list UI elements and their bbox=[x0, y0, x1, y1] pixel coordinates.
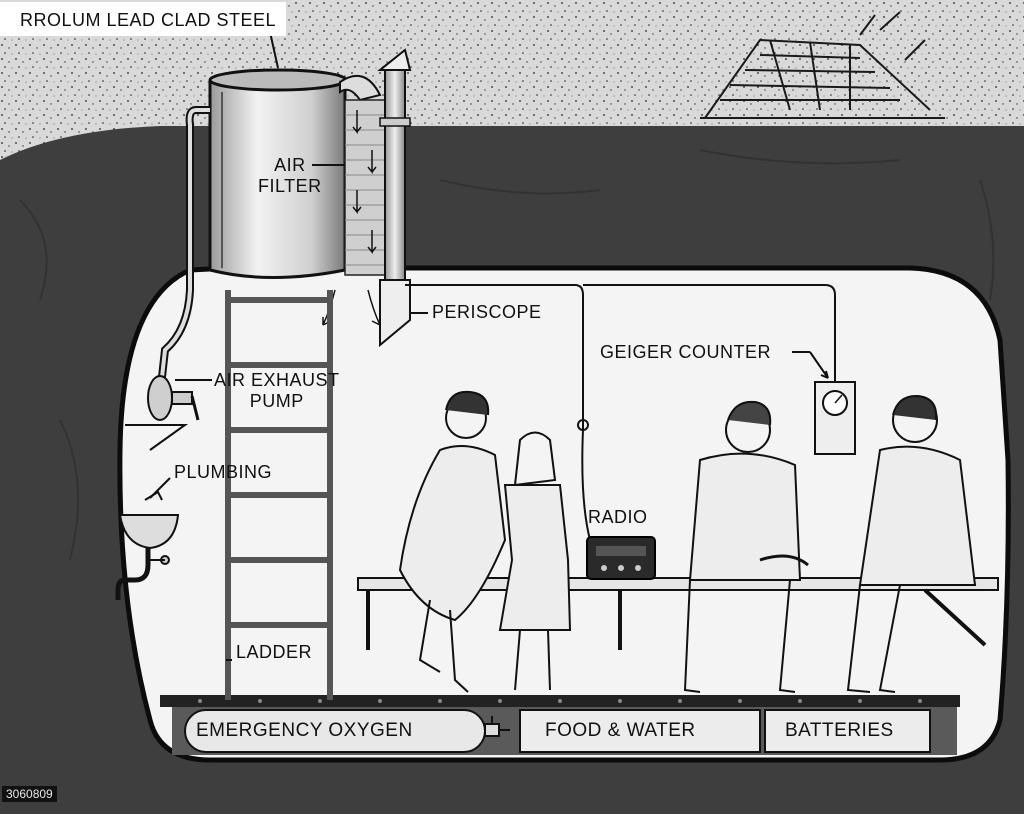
plumbing-sink-icon bbox=[115, 490, 180, 600]
ladder-label: LADDER bbox=[236, 642, 313, 662]
radio-label: RADIO bbox=[588, 507, 648, 527]
girl-figure bbox=[498, 431, 572, 691]
radio-antenna-wire bbox=[405, 284, 584, 430]
ruined-house-icon bbox=[700, 11, 945, 119]
geiger-counter-icon bbox=[814, 381, 856, 455]
food-water-box bbox=[519, 709, 761, 753]
earth-texture bbox=[19, 149, 995, 561]
batteries-box bbox=[764, 709, 931, 753]
floor-bolts bbox=[198, 699, 922, 703]
oxygen-valve-icon bbox=[484, 716, 510, 737]
filter-shaft bbox=[344, 99, 386, 276]
geiger-wire bbox=[583, 284, 836, 382]
material-label: RROLUM LEAD CLAD STEEL bbox=[0, 2, 287, 36]
plumbing-leader bbox=[149, 477, 171, 499]
air-exhaust-pump-label: AIR EXHAUST PUMP bbox=[214, 370, 340, 411]
periscope-icon bbox=[377, 48, 412, 348]
geiger-counter-label: GEIGER COUNTER bbox=[600, 342, 772, 362]
plumbing-label: PLUMBING bbox=[174, 462, 273, 482]
ladder-icon bbox=[225, 290, 333, 700]
radio-icon bbox=[586, 536, 656, 580]
shelter-shell bbox=[117, 265, 1011, 763]
photo-id-tag: 3060809 bbox=[2, 786, 57, 802]
periscope-label: PERISCOPE bbox=[432, 302, 542, 322]
shaft-hatching bbox=[345, 114, 385, 266]
batteries-label: BATTERIES bbox=[785, 720, 894, 741]
emergency-oxygen-label: EMERGENCY OXYGEN bbox=[196, 720, 413, 741]
air-exhaust-pump-icon bbox=[125, 375, 200, 451]
woman-figure bbox=[398, 390, 507, 693]
man-figure-right bbox=[846, 394, 977, 693]
top-label-leader bbox=[269, 31, 279, 69]
food-water-label: FOOD & WATER bbox=[545, 720, 696, 741]
air-filter-tank bbox=[208, 68, 348, 279]
air-filter-label-line1: AIR bbox=[274, 155, 306, 175]
air-filter-label-line2: FILTER bbox=[258, 175, 322, 196]
air-exhaust-label-line1: AIR EXHAUST bbox=[214, 370, 340, 390]
air-filter-label: AIR FILTER bbox=[258, 155, 322, 196]
man-figure-center bbox=[683, 400, 809, 693]
air-exhaust-label-line2: PUMP bbox=[249, 390, 304, 411]
